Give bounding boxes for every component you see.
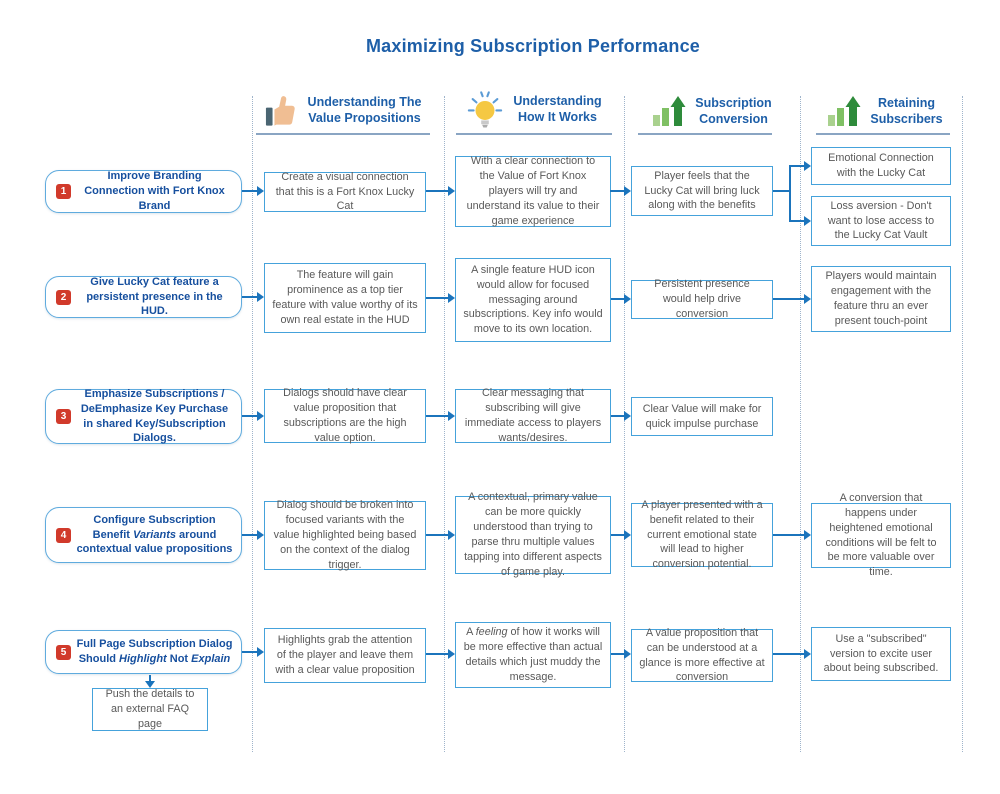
arrow xyxy=(789,161,811,171)
flow-box: A feeling of how it works will be more e… xyxy=(455,622,611,688)
connector-line xyxy=(773,190,790,192)
column-separator xyxy=(624,96,625,752)
flow-box: With a clear connection to the Value of … xyxy=(455,155,611,227)
row-number-badge: 2 xyxy=(56,289,71,305)
row-label-full-page-dialog: 5 Full Page Subscription Dialog Should H… xyxy=(45,630,242,674)
thumbs-up-icon xyxy=(265,93,299,128)
row-label-persistent-hud: 2 Give Lucky Cat feature a persistent pr… xyxy=(45,276,242,318)
header-underline xyxy=(256,133,430,135)
arrow-down xyxy=(145,675,155,688)
arrow xyxy=(610,186,631,196)
arrow xyxy=(789,216,811,226)
row-label-branding-connection: 1 Improve Branding Connection with Fort … xyxy=(45,170,242,213)
arrow xyxy=(426,293,455,303)
flow-box: Dialogs should have clear value proposit… xyxy=(264,387,426,444)
arrow xyxy=(611,530,631,540)
row-number-badge: 3 xyxy=(56,409,71,424)
row-label-emphasize-subscriptions: 3 Emphasize Subscriptions / DeEmphasize … xyxy=(45,388,242,444)
arrow xyxy=(426,649,455,659)
column-separator xyxy=(962,96,963,752)
arrow xyxy=(426,186,455,196)
flow-box: Create a visual connection that this is … xyxy=(264,171,426,212)
flow-box: A contextual, primary value can be more … xyxy=(455,491,611,578)
column-separator xyxy=(444,96,445,752)
flow-box: Players would maintain engagement with t… xyxy=(811,266,951,332)
flow-box: Use a "subscribed" version to excite use… xyxy=(811,627,951,681)
flow-box: Dialog should be broken into focused var… xyxy=(264,499,426,571)
growth-chart-icon xyxy=(652,95,686,127)
arrow xyxy=(426,411,455,421)
flow-box: Player feels that the Lucky Cat will bri… xyxy=(631,166,773,216)
row-number-badge: 5 xyxy=(56,644,71,660)
arrow xyxy=(242,292,264,302)
flow-box: A conversion that happens under heighten… xyxy=(811,492,951,578)
flow-box: The feature will gain prominence as a to… xyxy=(264,263,426,333)
arrow xyxy=(242,647,264,657)
arrow xyxy=(242,411,264,421)
header-underline xyxy=(816,133,950,135)
flow-box: A player presented with a benefit relate… xyxy=(631,499,773,570)
arrow xyxy=(242,186,264,196)
arrow xyxy=(611,649,631,659)
header-underline xyxy=(456,133,612,135)
flow-box: Loss aversion - Don't want to lose acces… xyxy=(811,196,951,246)
row-number-badge: 4 xyxy=(56,527,71,543)
arrow xyxy=(773,294,811,304)
flow-box: Highlights grab the attention of the pla… xyxy=(264,628,426,683)
page-title: Maximizing Subscription Performance xyxy=(365,36,701,56)
row-number-badge: 1 xyxy=(56,184,71,199)
header-underline xyxy=(638,133,772,135)
arrow xyxy=(242,530,264,540)
flow-box: Emotional Connection with the Lucky Cat xyxy=(811,147,951,185)
row-label-configure-variants: 4 Configure Subscription Benefit Variant… xyxy=(45,507,242,563)
flow-box: A value proposition that can be understo… xyxy=(631,627,773,683)
connector-line xyxy=(789,166,791,222)
lightbulb-icon xyxy=(466,89,504,130)
flow-box: Clear Value will make for quick impulse … xyxy=(631,397,773,436)
arrow xyxy=(773,649,811,659)
column-separator xyxy=(800,96,801,752)
arrow xyxy=(611,411,631,421)
flow-box: A single feature HUD icon would allow fo… xyxy=(455,258,611,342)
growth-chart-icon xyxy=(827,95,861,127)
arrow xyxy=(773,530,811,540)
arrow xyxy=(611,294,631,304)
arrow xyxy=(426,530,455,540)
flow-box: Persistent presence would help drive con… xyxy=(631,278,773,320)
faq-box: Push the details to an external FAQ page xyxy=(92,688,208,731)
flow-box: Clear messaging that subscribing will gi… xyxy=(455,387,611,444)
column-separator xyxy=(252,96,253,752)
